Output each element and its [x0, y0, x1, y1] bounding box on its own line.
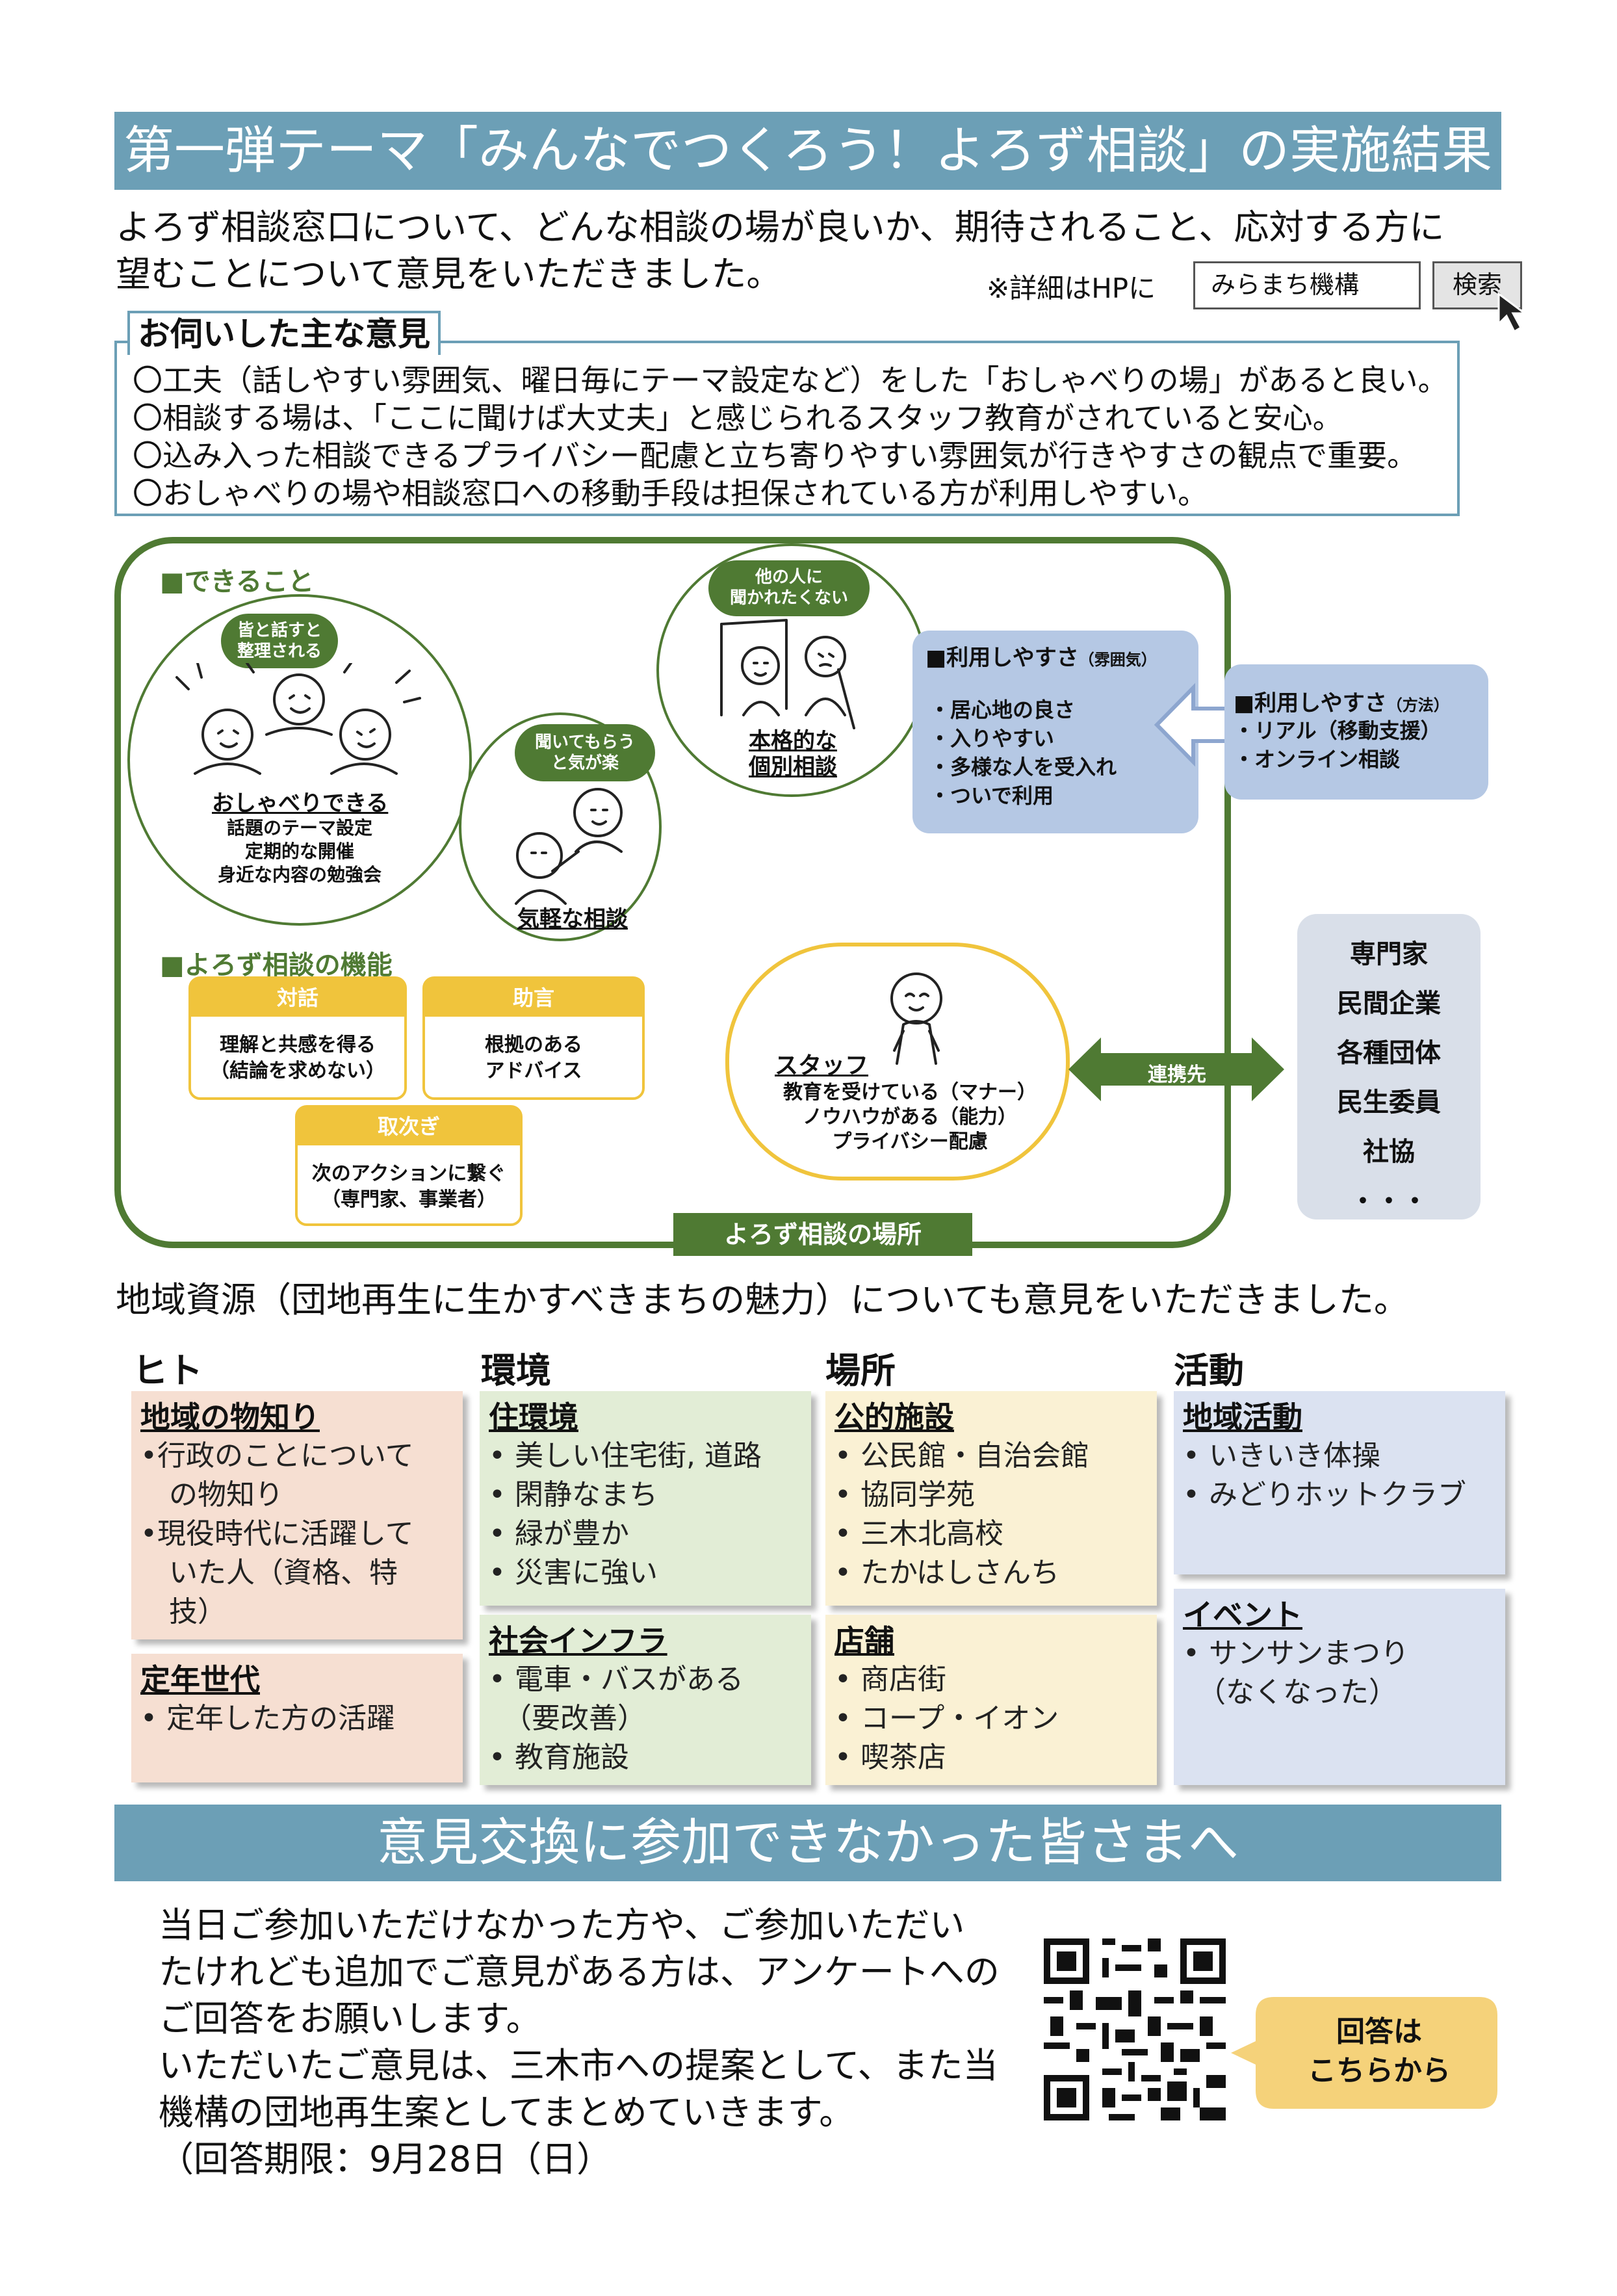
staff-items: 教育を受けている（マナー） ノウハウがある（能力） プライバシー配慮: [773, 1080, 1046, 1155]
intro-line-1: よろず相談窓口について、どんな相談の場が良いか、期待されること、応対する方に: [116, 207, 1445, 248]
category-katsudo: 活動: [1174, 1350, 1244, 1391]
category-basho: 場所: [825, 1350, 896, 1391]
staff-person-icon: [890, 972, 942, 1065]
opinion-item: 〇工夫（話しやすい雰囲気、曜日毎にテーマ設定など）をした「おしゃべりの場」がある…: [133, 363, 1448, 398]
fn-advice: 助言 根拠のある アドバイス: [422, 976, 645, 1100]
staff-item: ノウハウがある（能力）: [803, 1106, 1017, 1128]
search-button[interactable]: 検索: [1432, 261, 1522, 309]
chatting-people-icon: [175, 663, 421, 775]
search-note: ※詳細はHPに: [987, 272, 1156, 304]
fn-dialogue-head: 対話: [191, 979, 404, 1017]
card-jukankyo: 住環境 • 美しい住宅街, 道路 • 閑静なまち • 緑が豊か • 災害に強い: [480, 1391, 811, 1606]
opinions-box: [114, 341, 1460, 516]
answer-button[interactable]: 回答は こちらから: [1308, 2015, 1451, 2087]
private-room-icon: [720, 619, 855, 729]
link-label: 連携先: [1148, 1063, 1206, 1086]
opinions-title: お伺いした主な意見: [127, 311, 441, 355]
title-banner: 第一弾テーマ「みんなでつくろう！よろず相談」の実施結果: [114, 112, 1501, 190]
chat-title: おしゃべりできる: [212, 790, 389, 816]
double-arrow-icon: [1068, 1037, 1284, 1101]
closing-line: いただいたご意見は、三木市への提案として、また当: [159, 2045, 998, 2086]
left-arrow-icon: [1154, 683, 1232, 767]
staff-item: 教育を受けている（マナー）: [783, 1081, 1037, 1104]
atmosphere-item: ・ついで利用: [929, 783, 1054, 808]
method-item: ・リアル（移動支援）: [1234, 718, 1442, 743]
partner-item: 各種団体: [1337, 1038, 1441, 1068]
card-monoshiri: 地域の物知り •行政のことについて の物知り •現役時代に活躍して いた人（資格…: [131, 1391, 463, 1639]
search-input[interactable]: みらまち機構: [1193, 261, 1421, 309]
closing-line: 機構の団地再生案としてまとめていきます。: [159, 2092, 855, 2133]
qr-code-icon[interactable]: [1044, 1938, 1226, 2120]
opinion-item: 〇おしゃべりの場や相談窓口への移動手段は担保されている方が利用しやすい。: [133, 476, 1208, 511]
closing-text: 当日ご参加いただけなかった方や、ご参加いただい たけれども追加でご意見がある方は…: [159, 1902, 1000, 2183]
private-bubble: 他の人に 聞かれたくない: [708, 560, 870, 616]
atmosphere-item: ・多様な人を受入れ: [929, 755, 1117, 779]
partner-item: 社協: [1363, 1137, 1415, 1167]
partner-item: ・・・: [1350, 1186, 1428, 1216]
chat-item: 定期的な開催: [244, 841, 354, 862]
category-hito: ヒト: [133, 1350, 203, 1391]
cursor-icon: [1497, 292, 1528, 333]
fn-dialogue: 対話 理解と共感を得る （結論を求めない）: [188, 976, 407, 1100]
fn-relay-head: 取次ぎ: [298, 1108, 520, 1145]
closing-line: 当日ご参加いただけなかった方や、ご参加いただい: [159, 1905, 965, 1946]
closing-line: ご回答をお願いします。: [159, 1998, 541, 2039]
fn-advice-head: 助言: [425, 979, 642, 1017]
place-label: よろず相談の場所: [673, 1213, 972, 1256]
atmosphere-title: ■利用しやすさ（雰囲気）: [925, 645, 1157, 671]
opinion-item: 〇相談する場は、「ここに聞けば大丈夫」と感じられるスタッフ教育がされていると安心…: [133, 400, 1343, 436]
card-teinen: 定年世代 • 定年した方の活躍: [131, 1654, 463, 1782]
atmosphere-item: ・入りやすい: [929, 726, 1055, 751]
atmosphere-items: ・居心地の良さ ・入りやすい ・多様な人を受入れ ・ついで利用: [929, 696, 1117, 810]
fn-relay: 取次ぎ 次のアクションに繋ぐ （専門家、事業者）: [295, 1105, 523, 1226]
partners-box: [1297, 914, 1481, 1220]
private-title: 本格的な 個別相談: [749, 728, 837, 780]
staff-title: スタッフ: [775, 1052, 869, 1079]
card-tenpo: 店舗 • 商店街 • コープ・イオン • 喫茶店: [825, 1615, 1157, 1785]
closing-line: （回答期限：9月28日（日）: [159, 2139, 612, 2180]
method-items: ・リアル（移動支援） ・オンライン相談: [1234, 716, 1442, 774]
atmosphere-item: ・居心地の良さ: [929, 698, 1076, 722]
kinou-heading: ■よろず相談の機能: [160, 950, 393, 980]
partner-item: 民間企業: [1337, 989, 1441, 1019]
consultation-place-frame: [114, 537, 1231, 1248]
answer-callout-shape: [1231, 1997, 1497, 2109]
dekiru-heading: ■できること: [160, 567, 314, 597]
method-item: ・オンライン相談: [1234, 747, 1401, 772]
casual-title: 気軽な相談: [517, 906, 628, 932]
partner-item: 専門家: [1350, 939, 1428, 969]
casual-bubble: 聞いてもらう と気が楽: [515, 724, 655, 781]
closing-line: たけれども追加でご意見がある方は、アンケートへの: [159, 1951, 1000, 1992]
staff-item: プライバシー配慮: [832, 1130, 988, 1153]
card-chiiki-katsudo: 地域活動 • いきいき体操 • みどりホットクラブ: [1174, 1391, 1505, 1574]
atmosphere-box: [912, 631, 1198, 833]
partner-item: 民生委員: [1337, 1088, 1441, 1117]
resources-intro: 地域資源（団地再生に生かすべきまちの魅力）についても意見をいただきました。: [116, 1279, 1409, 1320]
bottom-banner: 意見交換に参加できなかった皆さまへ: [114, 1805, 1501, 1881]
method-box: [1224, 664, 1488, 800]
card-infra: 社会インフラ • 電車・バスがある （要改善） • 教育施設: [480, 1615, 811, 1785]
chat-item: 身近な内容の勉強会: [217, 864, 382, 885]
method-title: ■利用しやすさ（方法）: [1234, 690, 1449, 716]
card-koteki: 公的施設 • 公民館・自治会館 • 協同学苑 • 三木北高校 • たかはしさんち: [825, 1391, 1157, 1606]
listening-people-icon: [515, 788, 623, 905]
chat-items: 話題のテーマ設定 定期的な開催 身近な内容の勉強会: [192, 816, 407, 887]
category-kankyo: 環境: [481, 1350, 551, 1391]
intro-line-2: 望むことについて意見をいただきました。: [116, 254, 782, 294]
chat-bubble: 皆と話すと 整理される: [221, 614, 338, 668]
card-event: イベント • サンサンまつり （なくなった）: [1174, 1589, 1505, 1785]
partners-list: 専門家 民間企業 各種団体 民生委員 社協 ・・・: [1297, 930, 1481, 1226]
chat-item: 話題のテーマ設定: [226, 817, 372, 839]
opinion-item: 〇込み入った相談できるプライバシー配慮と立ち寄りやすい雰囲気が行きやすさの観点で…: [133, 438, 1417, 473]
